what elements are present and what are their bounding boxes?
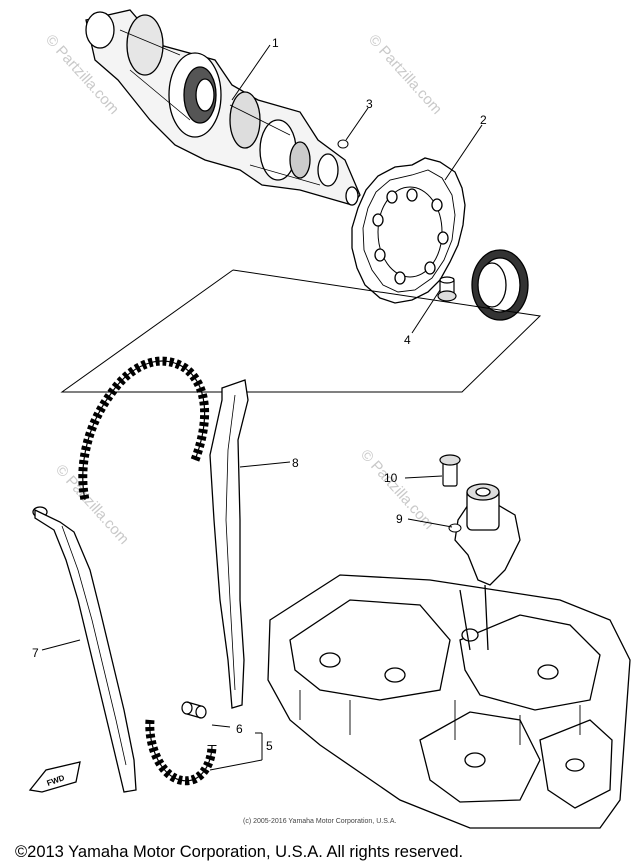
callout-6: 6 — [236, 722, 243, 736]
tensioner-gasket — [448, 523, 462, 533]
cam-sprocket — [351, 157, 466, 304]
callout-5: 5 — [266, 739, 273, 753]
copyright-small: (c) 2005-2016 Yamaha Motor Corporation, … — [243, 818, 396, 825]
callout-8: 8 — [292, 456, 299, 470]
chain-guide-front — [32, 506, 137, 793]
callout-7: 7 — [32, 646, 39, 660]
sprocket-bolt — [437, 276, 457, 302]
tensioner-bolt — [439, 454, 461, 487]
cylinder-head — [267, 574, 631, 829]
chain-guide-rear — [209, 379, 249, 709]
chain-tensioner — [454, 483, 521, 586]
camshaft — [85, 9, 361, 206]
callout-3: 3 — [366, 97, 373, 111]
callout-2: 2 — [480, 113, 487, 127]
callout-numbers: 1 2 3 4 5 6 7 8 9 10 — [32, 36, 487, 753]
callout-10: 10 — [384, 471, 398, 485]
callout-4: 4 — [404, 333, 411, 347]
leader-lines — [41, 44, 483, 771]
copyright-main: ©2013 Yamaha Motor Corporation, U.S.A. A… — [15, 843, 463, 861]
callout-9: 9 — [396, 512, 403, 526]
dowel-pin — [337, 139, 349, 149]
chain-joint — [181, 701, 207, 719]
washer — [471, 249, 529, 321]
forward-arrow: FWD — [28, 761, 81, 793]
watermark: © Partzilla.com — [365, 31, 445, 117]
cam-chain — [78, 356, 217, 786]
callout-1: 1 — [272, 36, 279, 50]
